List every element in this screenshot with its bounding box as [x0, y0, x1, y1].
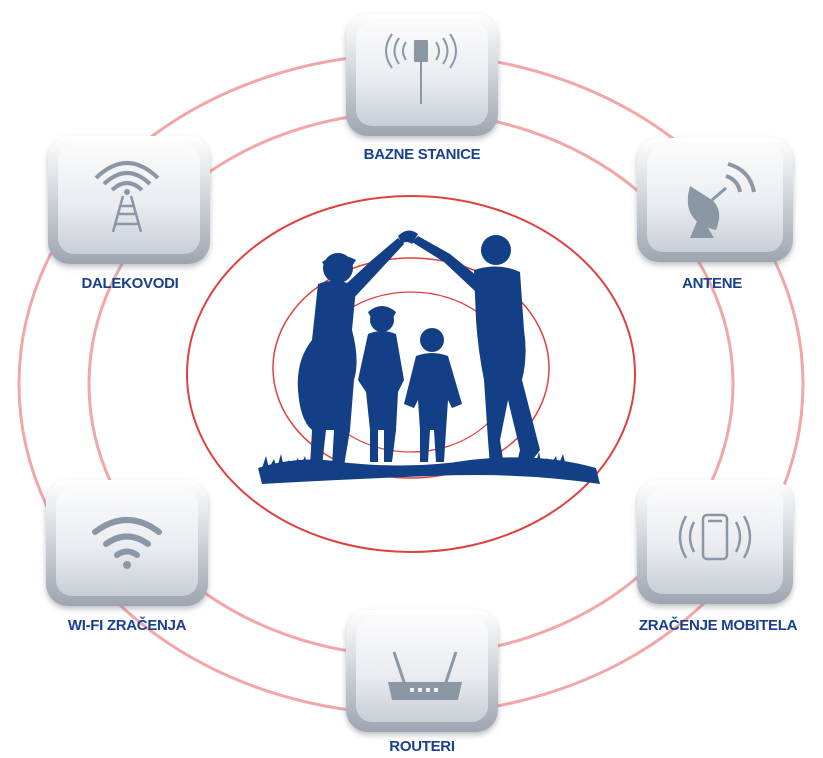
inner-rings [186, 195, 636, 553]
router-icon [388, 651, 462, 700]
mobile-phone-icon [678, 513, 752, 561]
family-house-silhouette-icon [258, 230, 600, 484]
label-routeri: ROUTERI [389, 738, 455, 755]
node-zracenje-mobitela[interactable] [637, 480, 793, 604]
label-bazne-stanice: BAZNE STANICE [363, 146, 481, 163]
node-routeri[interactable] [346, 610, 498, 732]
inner-ring-1 [186, 195, 636, 553]
node-antene[interactable] [637, 138, 793, 262]
label-wifi-zracenja: WI-FI ZRAČENJA [67, 617, 187, 634]
node-dalekovodi[interactable] [48, 136, 210, 264]
label-dalekovodi: DALEKOVODI [81, 275, 179, 292]
wifi-icon [92, 517, 162, 569]
satellite-dish-icon [687, 162, 756, 238]
transmission-tower-icon [94, 161, 160, 233]
label-antene: ANTENE [682, 275, 742, 292]
label-zracenje-mobitela: ZRAČENJE MOBITELA [638, 617, 798, 634]
inner-ring-2 [272, 257, 550, 479]
cell-tower-icon [385, 33, 457, 104]
node-wifi-zracenja[interactable] [46, 480, 208, 606]
